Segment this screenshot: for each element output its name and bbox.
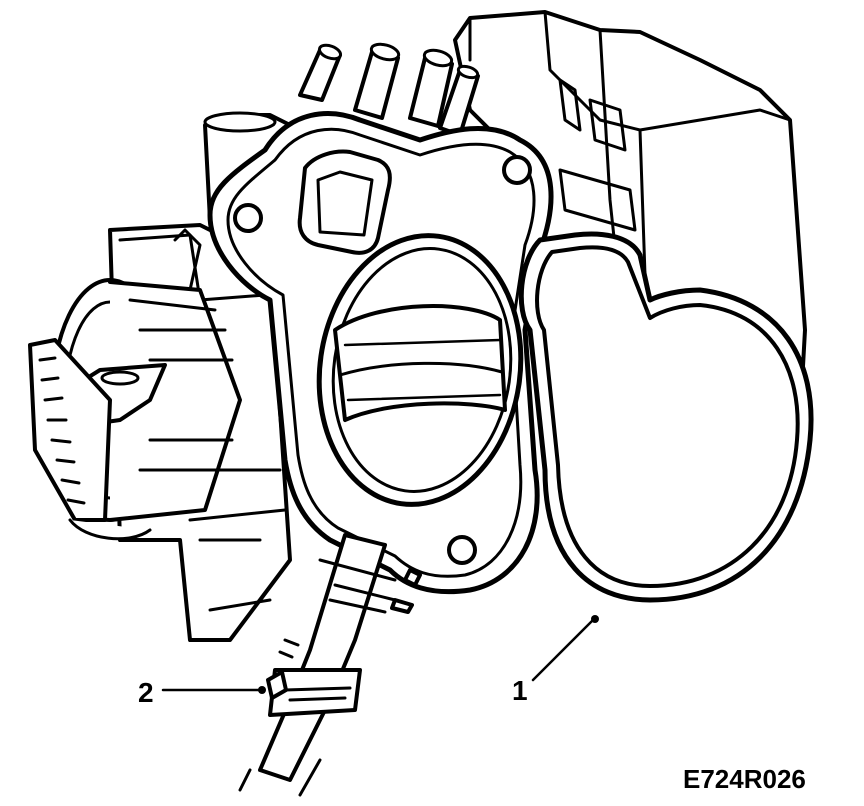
coolant-hose <box>238 533 422 797</box>
figure-code: E724R026 <box>683 764 806 794</box>
gasket <box>518 231 814 603</box>
leader-dot-2 <box>258 686 266 694</box>
callout-label-2: 2 <box>138 677 154 708</box>
leader-lines <box>161 615 599 694</box>
callout-label-1: 1 <box>512 675 528 706</box>
leader-dot-1 <box>591 615 599 623</box>
throttle-body-flange <box>207 111 554 595</box>
throttle-linkage <box>28 223 292 642</box>
